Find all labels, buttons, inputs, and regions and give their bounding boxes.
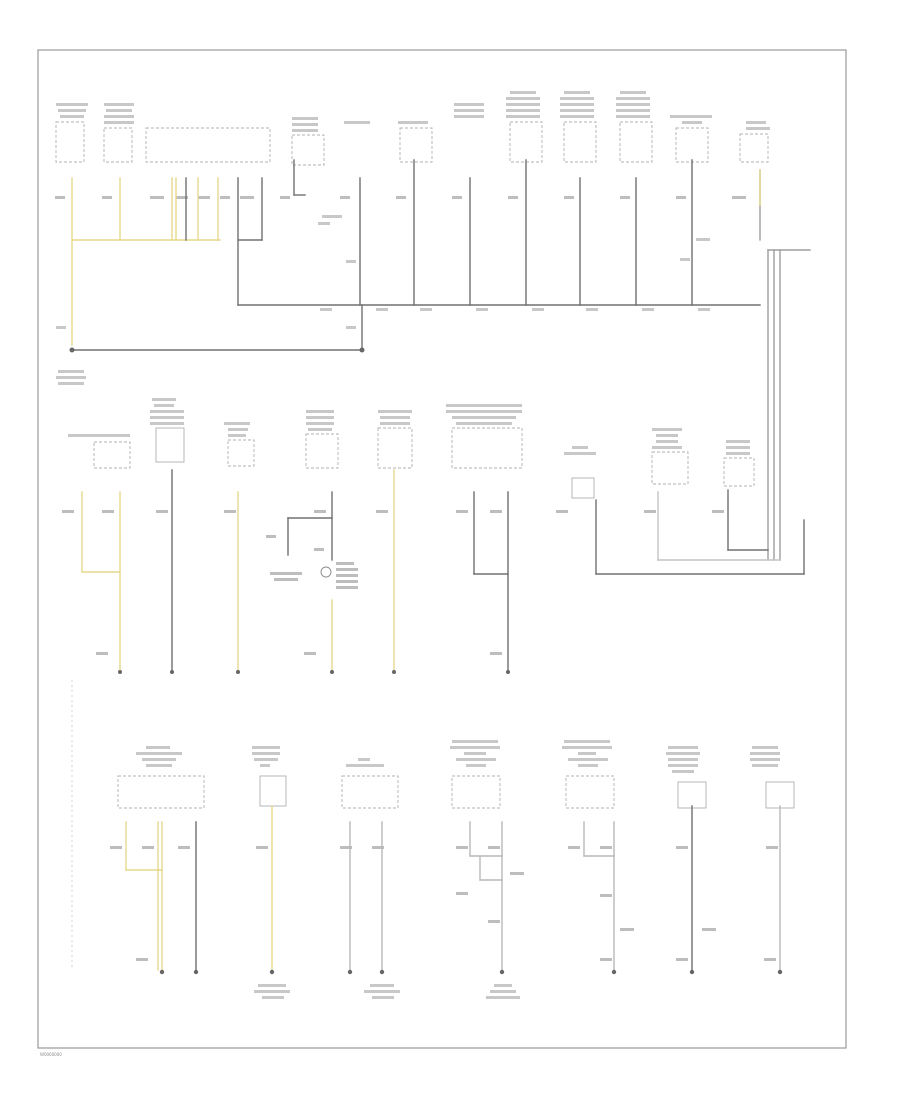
component-box [145,127,271,163]
ground-point [359,347,365,353]
component-box [227,439,255,467]
bottom-pin-labels [110,846,778,961]
component-box [305,433,339,469]
ground-point [347,969,353,975]
relay-symbol [320,566,332,578]
middle-light-wires [657,491,781,561]
yellow-wire-group [71,177,221,346]
component-box [377,427,413,469]
component-box [259,775,287,807]
bus-labels [56,215,710,329]
component-box [117,775,205,809]
component-box [651,451,689,485]
connector-box [571,477,595,499]
component-box [677,781,707,809]
component-box [451,775,501,809]
bottom-grey-wires [195,805,693,971]
ground-point [236,670,240,674]
bottom-ground-points [159,969,783,975]
component-box [509,121,543,163]
component-box [765,781,795,809]
top-pin-labels [55,196,746,199]
component-box [341,775,399,809]
ground-point [379,969,385,975]
bottom-components [136,740,780,773]
ground-point [159,969,165,975]
ground-point [330,670,334,674]
diagram-frame [37,49,847,1049]
ground-point [69,347,75,353]
bottom-yellow-wires [125,805,273,971]
middle-section [62,398,805,674]
middle-pin-labels [62,510,724,655]
ground-point [499,969,505,975]
ground-point [777,969,783,975]
right-wire-bundle [759,169,811,561]
top-bottom-label [56,370,86,385]
middle-components [68,398,750,455]
ground-point [689,969,695,975]
top-components [56,91,770,132]
ground-point [392,670,396,674]
component-box [739,133,769,163]
top-section [55,91,811,561]
bottom-light-wires [349,805,781,971]
component-box [93,441,131,469]
ground-point [506,670,510,674]
ground-point [611,969,617,975]
bottom-ground-labels [254,984,520,999]
middle-yellow-wires [81,469,395,671]
ground-point [170,670,174,674]
component-box [103,127,133,163]
grey-wire-group [71,159,761,351]
component-box [451,427,523,469]
ground-point [193,969,199,975]
bottom-section [110,740,795,999]
component-box [723,457,755,487]
component-box [563,121,597,163]
ground-point [269,969,275,975]
component-box [619,121,653,163]
component-box [565,775,615,809]
component-box [291,134,325,166]
component-box [399,127,433,163]
footer-code: W0000000 [40,1052,62,1057]
component-box [675,127,709,163]
component-box [55,121,85,163]
ground-point [118,670,122,674]
component-box [155,427,185,463]
middle-grey-wires [171,469,805,671]
